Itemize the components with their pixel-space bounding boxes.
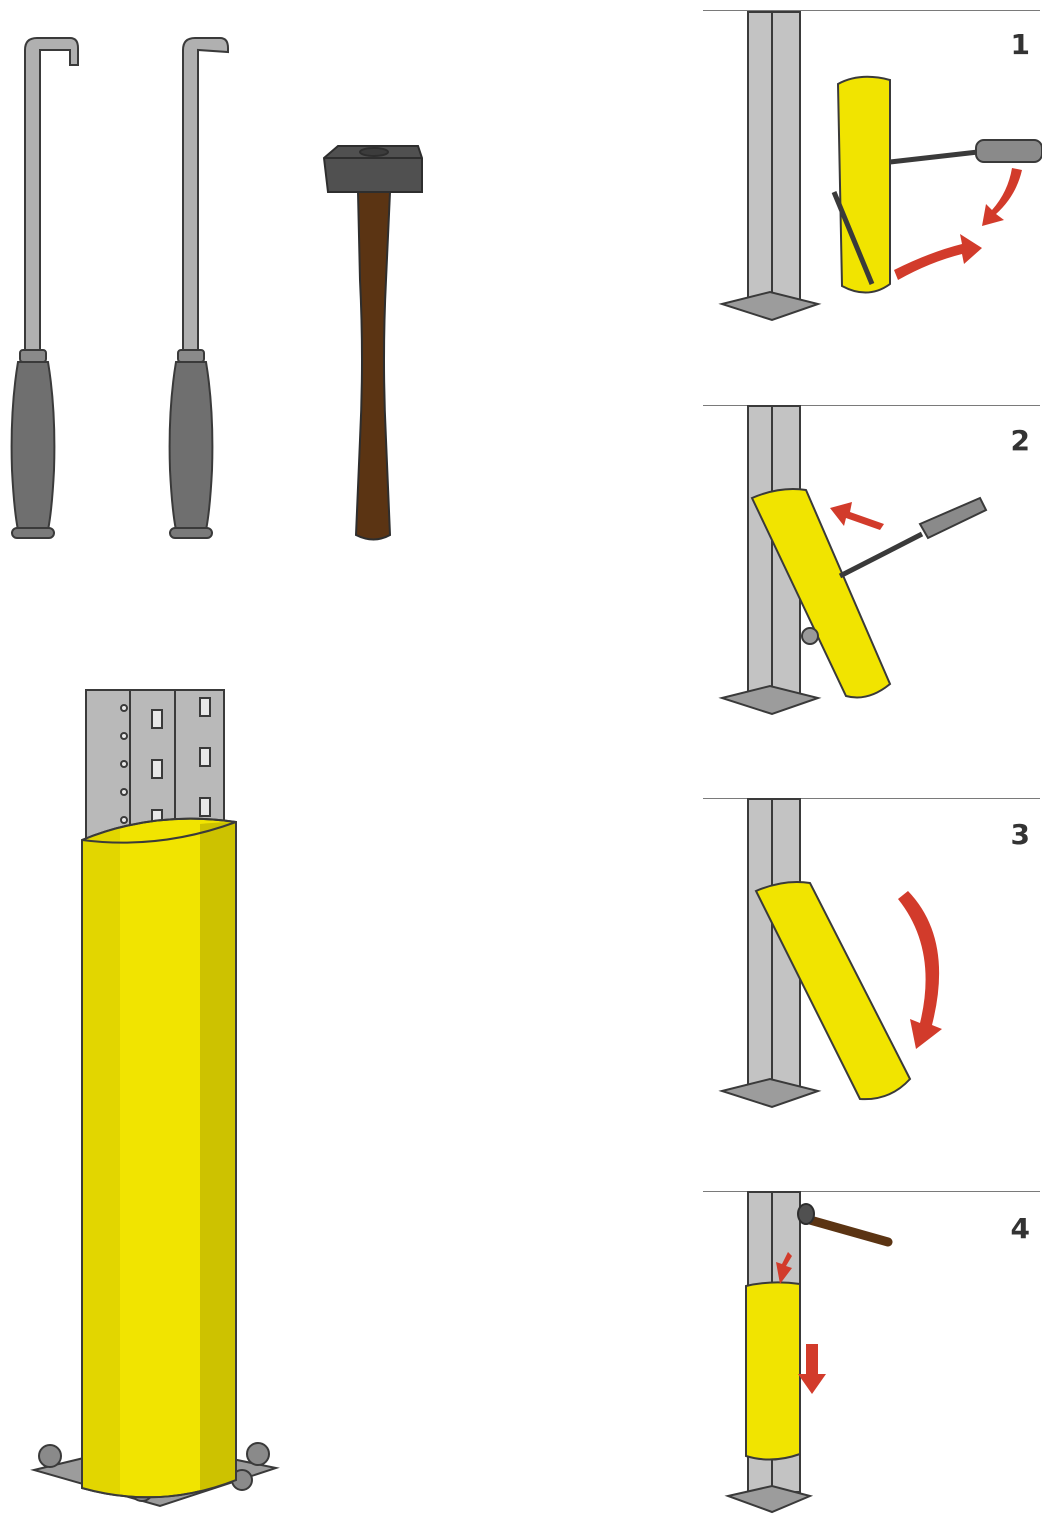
straight-arrow-icon [776,1252,826,1394]
step-1-number: 1 [1010,28,1030,61]
hook-tool-icon [801,496,988,645]
step-2-divider [703,405,1040,406]
step-3-divider [703,798,1040,799]
upright-post [718,11,822,322]
step-1-illustration [718,11,1042,322]
sledgehammer-icon [322,145,423,541]
hook-tool-icon [10,37,79,539]
main-guarded-upright [30,689,280,1508]
upright-post [718,798,822,1109]
hook-tool-icon [831,139,1042,285]
hook-tool-right [168,37,229,539]
yellow-column-guard [81,817,237,1499]
sledgehammer-icon [797,1203,893,1247]
hook-tool-icon [168,37,229,539]
straight-arrow-icon [830,502,884,530]
step-1-divider [703,10,1040,11]
step-3-illustration [718,798,942,1109]
yellow-column-guard [745,1281,801,1461]
curved-arrow-icon [898,891,942,1049]
step-4-illustration [724,1191,893,1514]
sledgehammer [322,145,423,541]
curved-arrow-icon [894,168,1022,280]
step-2-number: 2 [1010,424,1030,457]
hook-tool-left [10,37,79,539]
step-2-illustration [718,405,988,716]
yellow-column-guard [750,488,892,699]
step-3-number: 3 [1010,818,1030,851]
step-4-divider [703,1191,1040,1192]
yellow-column-guard [754,881,912,1101]
step-4-number: 4 [1010,1212,1030,1245]
